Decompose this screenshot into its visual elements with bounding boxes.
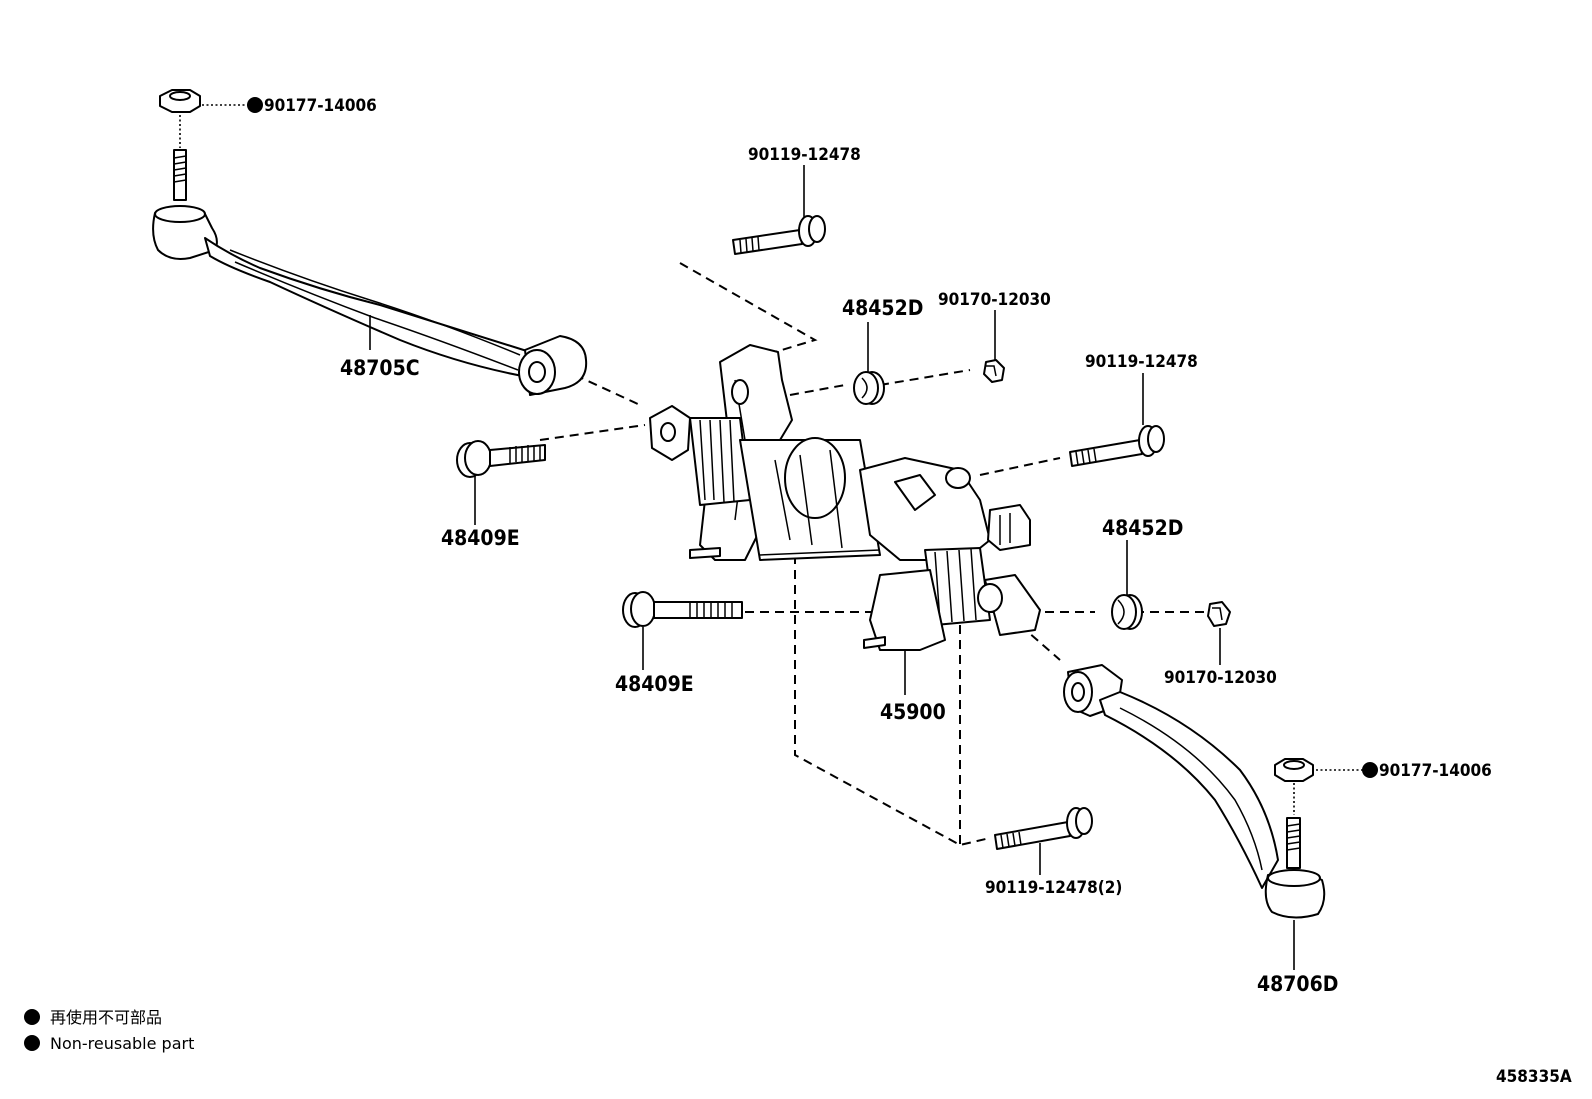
nut-right xyxy=(1207,601,1231,665)
diagram-id: 458335A xyxy=(1496,1067,1572,1087)
label-lower-nut: 90177-14006 xyxy=(1379,761,1492,781)
upper-tie-rod xyxy=(152,89,588,396)
nut-mid xyxy=(983,310,1005,383)
label-upper-nut: 90177-14006 xyxy=(264,96,377,116)
label-upper-rod: 48705C xyxy=(340,356,420,380)
legend-bullet xyxy=(24,1035,40,1051)
legend-bullet xyxy=(24,1009,40,1025)
label-bolt-bottom: 90119-12478(2) xyxy=(985,878,1122,898)
label-bolt-lower-left: 48409E xyxy=(615,672,694,696)
actuator xyxy=(649,344,1041,695)
label-bolt-left: 48409E xyxy=(441,526,520,550)
bolt-left xyxy=(456,440,546,525)
bolt-right xyxy=(1069,373,1165,467)
legend-en: Non-reusable part xyxy=(50,1034,194,1053)
non-reusable-marker xyxy=(1362,762,1378,778)
label-bolt-top: 90119-12478 xyxy=(748,145,861,165)
washer-right xyxy=(1111,540,1143,630)
label-washer-mid: 48452D xyxy=(842,296,923,320)
legend-jp: 再使用不可部品 xyxy=(50,1008,162,1027)
bolt-lower-left xyxy=(622,591,743,670)
labels: 90177-14006 90119-12478 48705C 48452D 90… xyxy=(247,96,1492,996)
label-bolt-right: 90119-12478 xyxy=(1085,352,1198,372)
washer-mid xyxy=(853,322,885,405)
lower-tie-rod xyxy=(1063,664,1365,970)
bolt-bottom xyxy=(994,807,1093,875)
bolt-top xyxy=(732,165,826,255)
label-nut-right: 90170-12030 xyxy=(1164,668,1277,688)
non-reusable-marker xyxy=(247,97,263,113)
legend: 再使用不可部品 Non-reusable part xyxy=(24,1008,194,1053)
label-lower-rod: 48706D xyxy=(1257,972,1338,996)
label-washer-right: 48452D xyxy=(1102,516,1183,540)
label-nut-mid: 90170-12030 xyxy=(938,290,1051,310)
label-actuator: 45900 xyxy=(880,700,946,724)
